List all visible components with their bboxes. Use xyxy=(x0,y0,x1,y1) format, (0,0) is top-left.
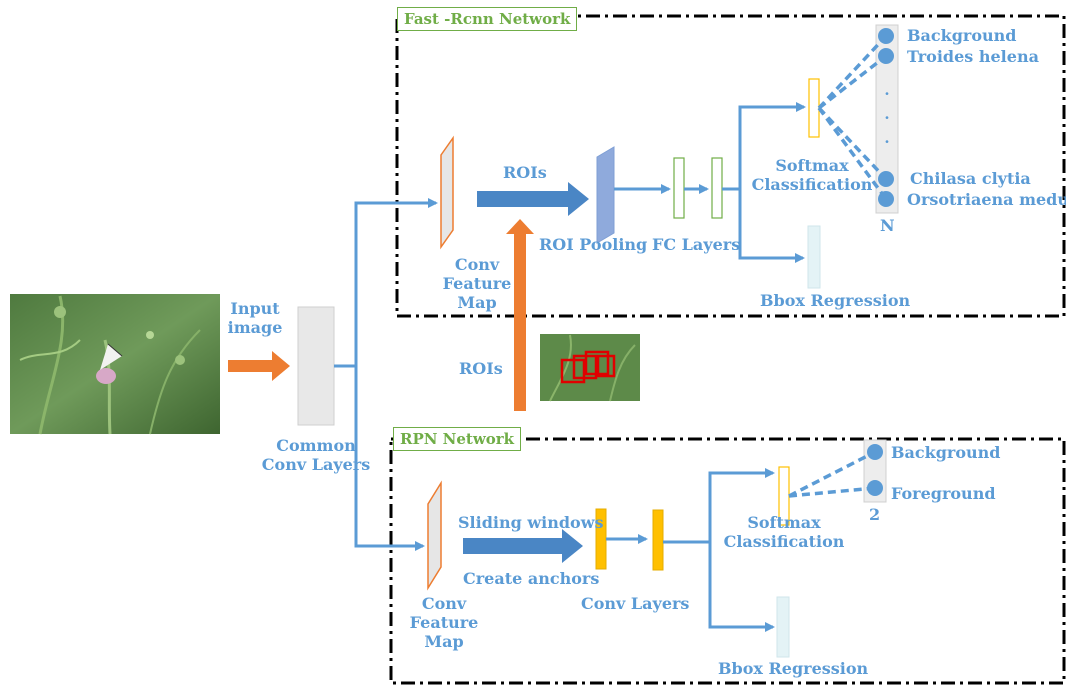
to-bbox-fast-line xyxy=(738,189,805,263)
rpn-bbox-label: Bbox Regression xyxy=(718,659,869,678)
fast-class-background: Background xyxy=(907,26,1017,45)
roi-pooling-label: ROI Pooling xyxy=(539,235,648,254)
common-conv-label: Common Conv Layers xyxy=(261,436,371,475)
rpn-link-1 xyxy=(788,450,876,498)
fc-layers-label: FC Layers xyxy=(652,235,741,254)
fast-class-troides: Troides helena xyxy=(907,47,1039,66)
fast-feature-map xyxy=(440,135,454,250)
fast-node-3 xyxy=(878,171,894,187)
fast-rois-label: ROIs xyxy=(503,163,547,182)
fast-class-orsotriaena: Orsotriaena medus xyxy=(907,190,1066,209)
input-arrow xyxy=(228,351,290,381)
roi-pooling-block xyxy=(596,146,615,244)
rpn-feature-map-label: Conv Feature Map xyxy=(409,594,479,652)
to-softmax-fast-line xyxy=(738,102,806,189)
sliding-windows-label: Sliding windows xyxy=(458,513,604,532)
fast-bbox-label: Bbox Regression xyxy=(760,291,911,310)
rpn-link-2 xyxy=(788,486,876,498)
common-conv-block xyxy=(297,306,335,426)
fast-link-3 xyxy=(817,106,888,181)
input-image-label: Input image xyxy=(227,299,283,338)
rois-arrow-fast xyxy=(477,182,589,216)
rpn-count-label: 2 xyxy=(869,505,881,524)
proposal-thumbnail xyxy=(540,334,640,402)
fast-softmax-label: Softmax Classification xyxy=(751,156,873,195)
create-anchors-label: Create anchors xyxy=(463,569,600,588)
to-rpn-feature-line xyxy=(354,366,425,551)
fast-node-1 xyxy=(878,28,894,44)
sliding-arrow xyxy=(463,529,583,563)
fast-class-ellipsis: . . . xyxy=(876,78,898,150)
fast-rcnn-frame xyxy=(395,14,1066,318)
bbox-fast-block xyxy=(807,225,821,289)
input-photo xyxy=(10,294,220,435)
rois-arrow-proposal xyxy=(506,219,534,411)
to-fast-feature-line xyxy=(354,198,438,366)
rpn-conv-layer-2 xyxy=(652,509,664,571)
fast-count-label: N xyxy=(880,216,895,235)
rpn-class-background: Background xyxy=(891,443,1001,462)
fast-link-1 xyxy=(817,34,888,110)
fast-feature-map-label: Conv Feature Map xyxy=(442,255,512,313)
ellipsis-text: . . . xyxy=(884,81,890,147)
rpn-frame xyxy=(389,437,1066,685)
to-bbox-rpn-line xyxy=(708,542,775,632)
fast-rcnn-title: Fast -Rcnn Network xyxy=(397,7,578,31)
fast-class-column xyxy=(875,24,899,214)
rpn-node-2 xyxy=(867,480,883,496)
proposal-rois-label: ROIs xyxy=(459,359,503,378)
rpn-conv-layers-label: Conv Layers xyxy=(581,594,690,613)
fc-layer-1 xyxy=(673,157,685,219)
fast-node-4 xyxy=(878,191,894,207)
rpn-title: RPN Network xyxy=(393,427,522,451)
fast-class-chilasa: Chilasa clytia xyxy=(910,169,1031,188)
fast-node-2 xyxy=(878,48,894,64)
fast-link-4 xyxy=(817,106,888,201)
fast-link-2 xyxy=(817,54,888,110)
softmax-fast-block xyxy=(808,78,820,138)
rpn-node-1 xyxy=(867,444,883,460)
to-softmax-rpn-line xyxy=(708,468,775,542)
rpn-softmax-label: Softmax Classification xyxy=(723,513,845,552)
rpn-feature-map xyxy=(427,480,442,591)
rpn-class-foreground: Foreground xyxy=(891,484,996,503)
bbox-rpn-block xyxy=(776,596,790,658)
fc-layer-2 xyxy=(711,157,723,219)
